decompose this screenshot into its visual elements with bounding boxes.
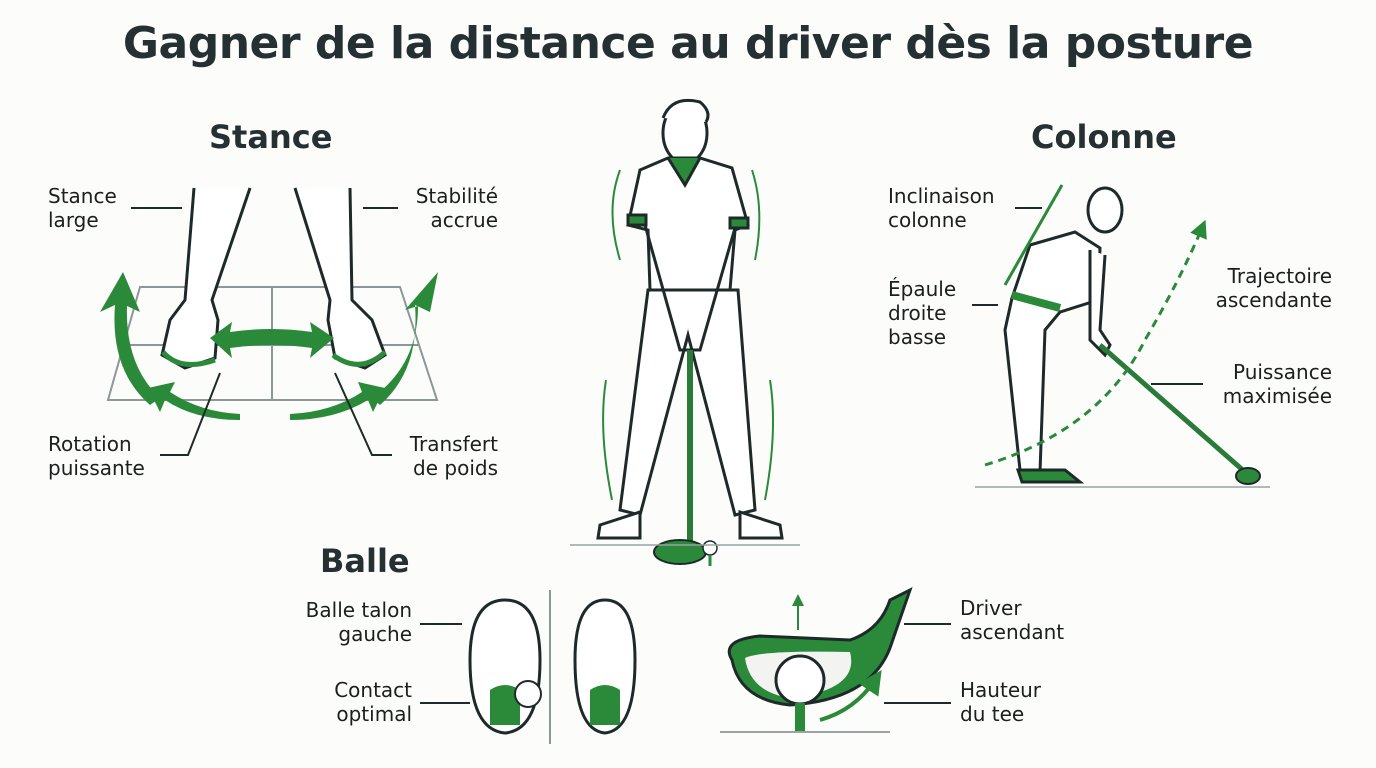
label-rotation-puissante: Rotation puissante (48, 432, 145, 480)
label-line: Balle talon (305, 598, 412, 622)
label-line: Driver (960, 596, 1022, 620)
label-line: optimal (336, 702, 412, 726)
label-trajectoire-ascendante: Trajectoire ascendante (1170, 264, 1332, 312)
label-line: ascendant (960, 620, 1065, 644)
label-line: Trajectoire (1227, 264, 1332, 288)
driver-head-closeup-icon (720, 587, 913, 733)
golfer-side-view-icon (1003, 186, 1124, 484)
label-line: Rotation (48, 432, 132, 456)
motion-lines-icon (602, 169, 775, 501)
stance-leader-lines (131, 207, 398, 456)
label-transfert-poids: Transfert de poids (380, 432, 498, 480)
label-line: Hauteur (960, 678, 1042, 702)
label-line: Stabilité (415, 184, 498, 208)
label-line: basse (888, 325, 947, 349)
label-line: de poids (413, 456, 498, 480)
label-line: accrue (430, 208, 498, 232)
label-contact-optimal: Contact optimal (280, 678, 412, 726)
label-line: maximisée (1222, 384, 1332, 408)
label-line: Inclinaison (888, 184, 995, 208)
label-inclinaison-colonne: Inclinaison colonne (888, 184, 995, 232)
label-puissance-maximisee: Puissance maximisée (1170, 360, 1332, 408)
stance-legs-icon (160, 187, 387, 370)
colonne-club-icon (975, 343, 1270, 488)
right-shoe-top-view-icon (573, 598, 637, 735)
label-line: Stance (48, 184, 117, 208)
label-epaule-droite-basse: Épaule droite basse (888, 277, 956, 349)
label-line: gauche (338, 622, 412, 646)
label-stance-large: Stance large (48, 184, 117, 232)
label-line: du tee (960, 702, 1025, 726)
stance-arrows-icon (100, 272, 438, 420)
spine-angle-line-icon (1003, 184, 1064, 286)
label-hauteur-tee: Hauteur du tee (960, 678, 1041, 726)
trajectory-dashed-arrow-icon (984, 219, 1207, 467)
label-line: colonne (888, 208, 967, 232)
left-shoe-top-view-icon (468, 598, 542, 735)
section-title-colonne: Colonne (1031, 118, 1177, 156)
label-line: puissante (48, 456, 145, 480)
driver-leader-lines (884, 623, 951, 704)
golf-ball-icon (514, 680, 542, 708)
colonne-leader-lines (972, 207, 1203, 385)
label-line: Contact (334, 678, 412, 702)
golfer-front-view-icon (596, 98, 784, 540)
label-driver-ascendant: Driver ascendant (960, 596, 1064, 644)
label-line: Transfert (409, 432, 498, 456)
label-line: Puissance (1232, 360, 1332, 384)
label-line: ascendante (1215, 288, 1332, 312)
label-line: Épaule (888, 277, 957, 301)
label-line: large (48, 208, 99, 232)
label-line: droite (888, 301, 947, 325)
section-title-stance: Stance (209, 118, 333, 156)
page-title: Gagner de la distance au driver dès la p… (122, 18, 1254, 69)
balle-leader-lines (420, 623, 470, 704)
section-title-balle: Balle (320, 542, 410, 580)
label-balle-talon-gauche: Balle talon gauche (280, 598, 412, 646)
label-stabilite-accrue: Stabilité accrue (380, 184, 498, 232)
driver-club-front-icon (570, 350, 800, 566)
